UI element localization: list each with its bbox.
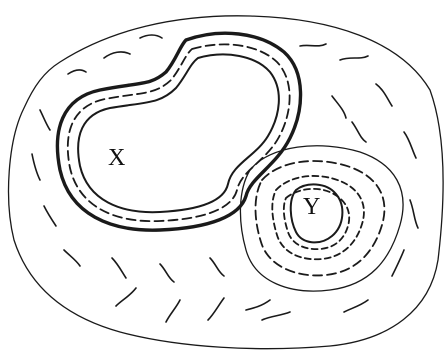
squiggle <box>166 300 180 322</box>
squiggle <box>246 300 270 310</box>
structure-x-dashed-band <box>68 44 290 221</box>
structure-x <box>57 33 300 230</box>
squiggle <box>340 56 368 60</box>
label-y: Y <box>303 194 320 220</box>
squiggle <box>160 264 174 282</box>
squiggle <box>300 44 326 46</box>
tissue-texture <box>32 35 418 322</box>
outer-boundary <box>9 16 444 349</box>
squiggle <box>210 258 224 276</box>
squiggle <box>64 250 80 266</box>
squiggle <box>104 52 130 58</box>
label-x: X <box>108 145 125 171</box>
squiggle <box>112 258 126 278</box>
squiggle <box>68 70 86 74</box>
squiggle <box>116 288 136 306</box>
structure-x-outer-wall <box>57 33 300 230</box>
squiggle <box>44 206 56 226</box>
squiggle <box>32 154 40 180</box>
squiggle <box>332 96 346 118</box>
structure-y-outer-ring <box>240 146 403 291</box>
squiggle <box>376 84 392 106</box>
squiggle <box>208 298 224 320</box>
squiggle <box>140 35 162 38</box>
squiggle <box>262 312 290 320</box>
squiggle <box>410 200 418 228</box>
squiggle <box>344 300 368 312</box>
squiggle <box>40 110 50 130</box>
squiggle <box>392 250 404 276</box>
squiggle <box>404 132 416 158</box>
squiggle <box>352 122 366 142</box>
structure-y <box>240 146 403 291</box>
